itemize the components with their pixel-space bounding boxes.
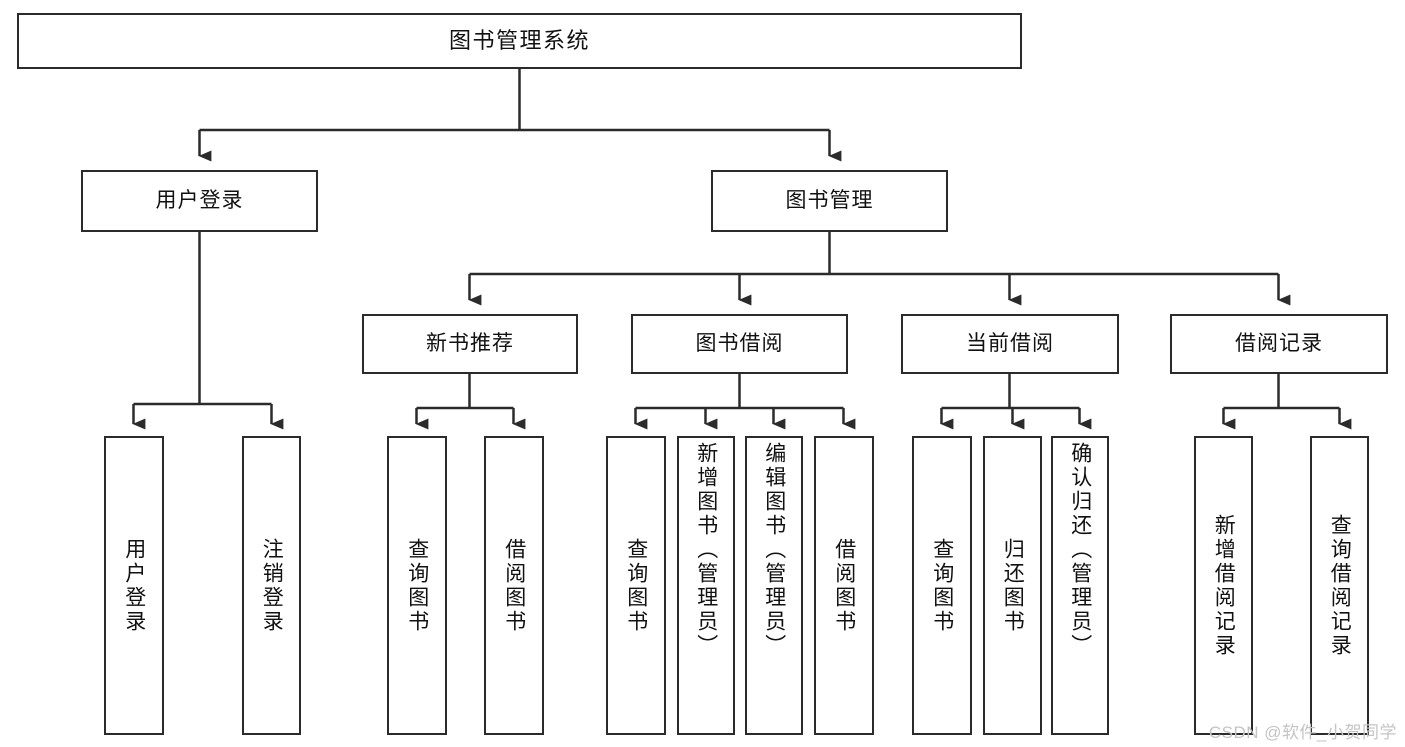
node-leaf-query-book-1-label: 查询图书 bbox=[405, 537, 429, 634]
node-current-borrow-label: 当前借阅 bbox=[966, 331, 1054, 355]
csdn-watermark: CSDN @软件_小贺同学 bbox=[1208, 723, 1397, 742]
node-leaf-borrow-book-1-label: 借阅图书 bbox=[502, 537, 526, 634]
node-leaf-add-record[interactable]: 新增借阅记录 bbox=[1194, 436, 1253, 735]
node-borrow-record-label: 借阅记录 bbox=[1235, 331, 1323, 355]
node-leaf-logout[interactable]: 注销登录 bbox=[242, 436, 301, 735]
node-leaf-confirm-return-label: 确认归还（管理员） bbox=[1068, 442, 1092, 658]
node-leaf-edit-book-label: 编辑图书（管理员） bbox=[762, 442, 786, 658]
node-leaf-return-book-label: 归还图书 bbox=[1001, 537, 1025, 634]
node-leaf-query-book-1[interactable]: 查询图书 bbox=[387, 436, 447, 735]
node-borrow-record[interactable]: 借阅记录 bbox=[1170, 314, 1388, 374]
node-leaf-user-login[interactable]: 用户登录 bbox=[104, 436, 164, 735]
node-leaf-add-record-label: 新增借阅记录 bbox=[1212, 513, 1236, 658]
node-leaf-user-login-label: 用户登录 bbox=[122, 537, 146, 634]
node-leaf-borrow-book-2[interactable]: 借阅图书 bbox=[814, 436, 874, 735]
node-current-borrow[interactable]: 当前借阅 bbox=[901, 314, 1119, 374]
node-book-borrow[interactable]: 图书借阅 bbox=[631, 314, 848, 374]
node-leaf-edit-book[interactable]: 编辑图书（管理员） bbox=[745, 436, 803, 735]
node-leaf-query-book-3[interactable]: 查询图书 bbox=[912, 436, 972, 735]
node-user-login[interactable]: 用户登录 bbox=[81, 170, 318, 232]
node-book-borrow-label: 图书借阅 bbox=[695, 331, 784, 355]
node-leaf-query-book-2-label: 查询图书 bbox=[624, 537, 648, 634]
node-new-book-recommend-label: 新书推荐 bbox=[426, 331, 514, 355]
node-user-login-label: 用户登录 bbox=[155, 188, 244, 212]
node-leaf-logout-label: 注销登录 bbox=[260, 537, 284, 634]
node-root-label: 图书管理系统 bbox=[448, 28, 590, 54]
node-leaf-confirm-return[interactable]: 确认归还（管理员） bbox=[1051, 436, 1109, 735]
node-leaf-add-book[interactable]: 新增图书（管理员） bbox=[677, 436, 735, 735]
node-leaf-query-record[interactable]: 查询借阅记录 bbox=[1310, 436, 1369, 735]
node-leaf-return-book[interactable]: 归还图书 bbox=[983, 436, 1042, 735]
node-leaf-query-book-2[interactable]: 查询图书 bbox=[606, 436, 666, 735]
node-leaf-borrow-book-2-label: 借阅图书 bbox=[832, 537, 856, 634]
node-book-manage[interactable]: 图书管理 bbox=[711, 170, 948, 232]
node-leaf-query-record-label: 查询借阅记录 bbox=[1328, 513, 1352, 658]
node-root[interactable]: 图书管理系统 bbox=[17, 13, 1022, 69]
node-leaf-query-book-3-label: 查询图书 bbox=[930, 537, 954, 634]
node-book-manage-label: 图书管理 bbox=[785, 188, 874, 212]
node-leaf-add-book-label: 新增图书（管理员） bbox=[694, 442, 718, 658]
node-leaf-borrow-book-1[interactable]: 借阅图书 bbox=[484, 436, 544, 735]
node-new-book-recommend[interactable]: 新书推荐 bbox=[362, 314, 578, 374]
